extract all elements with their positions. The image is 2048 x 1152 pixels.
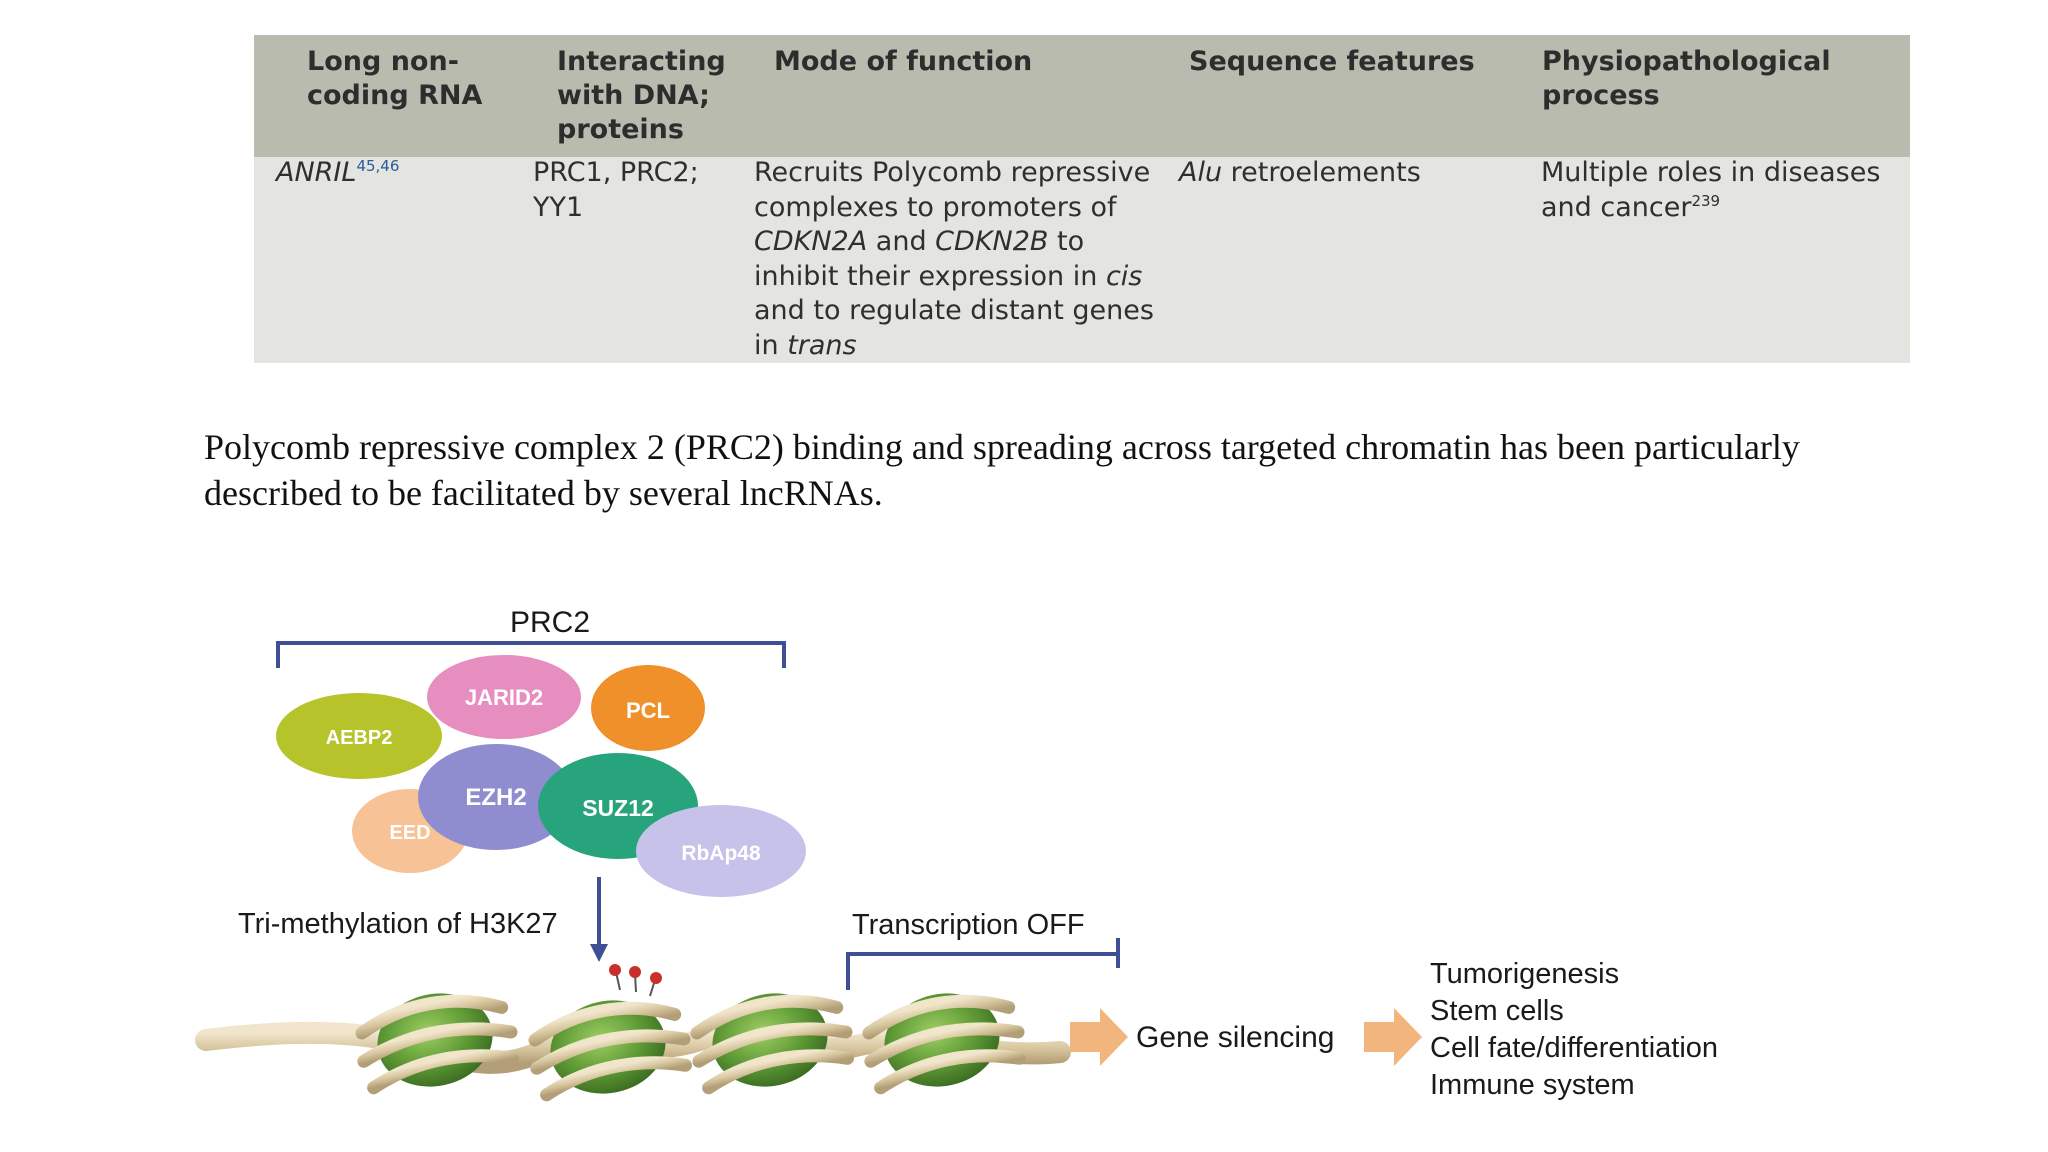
header-text: Interacting — [557, 46, 726, 77]
nucleosome — [862, 993, 1026, 1095]
reference-link[interactable]: 239 — [1691, 191, 1721, 210]
nucleosome — [355, 993, 519, 1095]
subunit-label: JARID2 — [465, 685, 543, 710]
cell-text: and — [867, 226, 936, 257]
subunit-label: EED — [389, 822, 430, 844]
header-physio: Physiopathological process — [1542, 45, 1831, 113]
header-text: with DNA; — [557, 80, 710, 111]
cell-text: and cancer239 — [1541, 191, 1880, 226]
transcription-off-label: Transcription OFF — [852, 909, 1085, 941]
subunit-ezh2: EZH2 — [418, 744, 574, 850]
subunit-label: AEBP2 — [326, 727, 393, 749]
italic-term: Alu — [1179, 157, 1223, 188]
outcome-item: Tumorigenesis — [1430, 958, 1619, 990]
arrow-right-icon — [1364, 1008, 1422, 1066]
outcomes-list: Tumorigenesis Stem cells Cell fate/diffe… — [1430, 958, 1718, 1101]
cell-text: Multiple roles in diseases — [1541, 157, 1881, 188]
cell-mode: Recruits Polycomb repressive complexes t… — [754, 156, 1154, 363]
subunit-label: EZH2 — [465, 784, 526, 811]
header-lncrna: Long non- coding RNA — [307, 45, 482, 113]
cell-text: inhibit their expression in cis — [754, 260, 1154, 295]
lncrna-name: ANRIL — [276, 157, 357, 188]
paragraph-line: Polycomb repressive complex 2 (PRC2) bin… — [204, 427, 1800, 467]
header-text: Mode of function — [774, 46, 1033, 77]
cell-text: YY1 — [533, 191, 584, 223]
table-body-row — [254, 157, 1910, 363]
header-text: Physiopathological — [1542, 46, 1831, 77]
cell-text: PRC1, PRC2; — [533, 157, 699, 188]
outcome-item: Immune system — [1430, 1069, 1635, 1101]
methyl-mark-icon — [609, 964, 662, 997]
cell-text: retroelements — [1222, 157, 1421, 188]
cell-lncrna-name: ANRIL45,46 — [276, 156, 399, 191]
header-text: Sequence features — [1189, 46, 1475, 77]
reference-link[interactable]: 45,46 — [356, 157, 400, 175]
header-sequence: Sequence features — [1189, 45, 1475, 79]
cell-text: complexes to promoters of — [754, 191, 1117, 223]
prc2-bracket — [276, 641, 786, 668]
cell-text: and to regulate distant genes — [754, 295, 1154, 326]
cell-text: in trans — [754, 329, 1154, 364]
transcription-bracket — [846, 938, 1120, 990]
methylation-label: Tri-methylation of H3K27 — [238, 908, 558, 940]
nucleosome — [528, 1000, 692, 1102]
cell-physio: Multiple roles in diseases and cancer239 — [1541, 156, 1880, 225]
cell-text: inhibit their expression in — [754, 260, 1106, 292]
subunit-jarid2: JARID2 — [427, 655, 581, 739]
header-text: coding RNA — [307, 80, 483, 111]
italic-term: cis — [1105, 260, 1143, 292]
header-text: Long non- — [307, 46, 459, 77]
subunit-rbap48: RbAp48 — [636, 805, 806, 897]
subunit-label: RbAp48 — [681, 842, 761, 865]
italic-term: trans — [787, 329, 857, 361]
table-header-row — [254, 35, 1910, 157]
gene-name: CDKN2B — [935, 226, 1049, 257]
cell-text: CDKN2A and CDKN2B to — [754, 225, 1154, 260]
subunit-label: PCL — [626, 698, 670, 723]
outcome-item: Cell fate/differentiation — [1430, 1032, 1718, 1064]
cell-text: and cancer — [1541, 191, 1692, 223]
header-interacting: Interacting with DNA; proteins — [557, 45, 726, 147]
cell-interacting: PRC1, PRC2; YY1 — [533, 156, 699, 225]
gene-name: CDKN2A — [754, 226, 868, 257]
header-text: process — [1542, 80, 1660, 111]
header-text: proteins — [557, 114, 684, 145]
header-mode: Mode of function — [774, 45, 1032, 79]
prc2-diagram: PRC2 JARID2 PCL AEBP2 EED EZH2 SUZ12 RbA… — [195, 606, 1718, 1102]
subunit-aebp2: AEBP2 — [276, 693, 442, 779]
outcome-item: Stem cells — [1430, 995, 1564, 1027]
cell-text: Recruits Polycomb repressive — [754, 157, 1151, 188]
prc2-label: PRC2 — [510, 606, 590, 639]
subunit-label: SUZ12 — [582, 795, 654, 821]
arrow-head-icon — [590, 944, 608, 962]
nucleosome — [690, 993, 854, 1095]
arrow-right-icon — [1070, 1008, 1128, 1066]
gene-silencing-label: Gene silencing — [1136, 1021, 1334, 1054]
body-paragraph: Polycomb repressive complex 2 (PRC2) bin… — [204, 424, 1924, 516]
paragraph-line: described to be facilitated by several l… — [204, 473, 883, 513]
cell-text: to — [1048, 226, 1085, 257]
cell-text: in — [754, 329, 788, 361]
subunit-pcl: PCL — [591, 665, 705, 751]
cell-sequence: Alu retroelements — [1179, 156, 1421, 191]
